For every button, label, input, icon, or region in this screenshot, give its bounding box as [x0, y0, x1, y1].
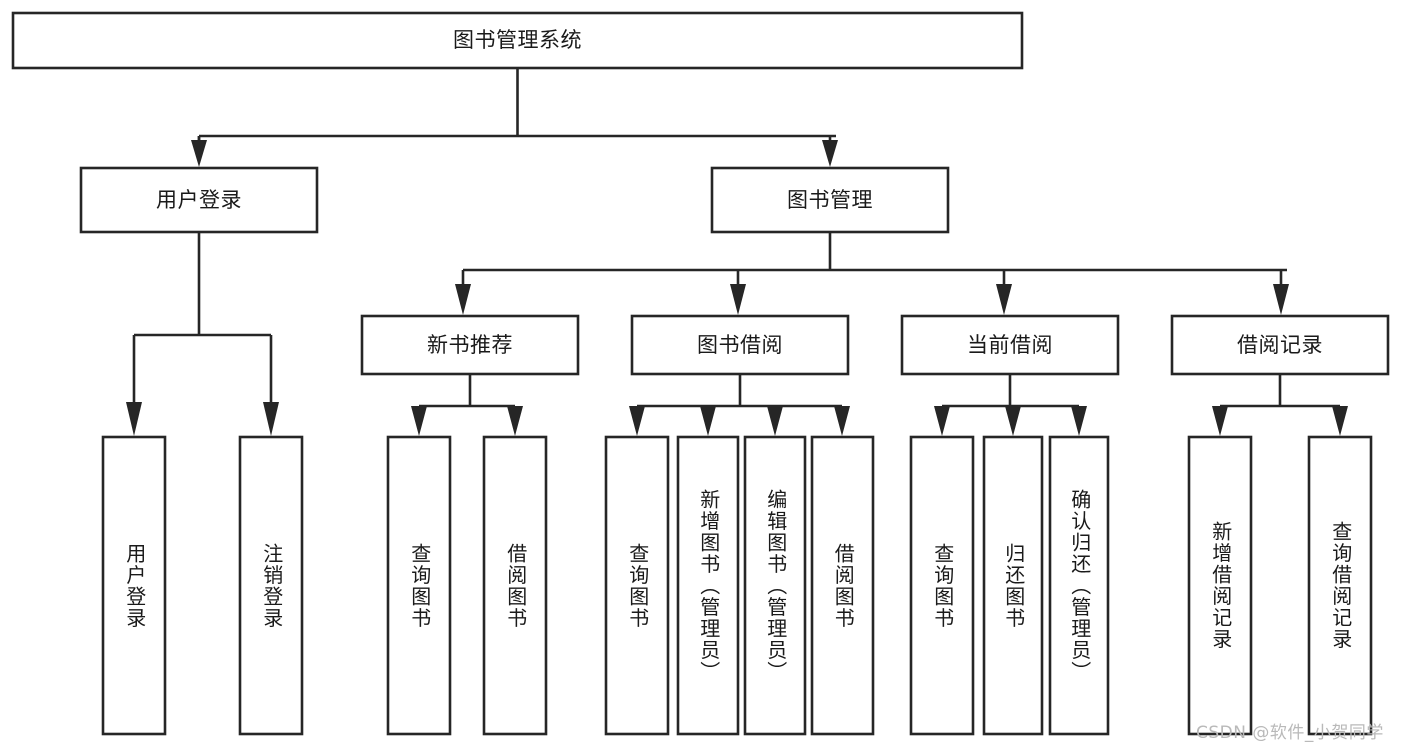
node-leaf-return-book[interactable]	[982, 435, 1044, 736]
arrow-head-user-login	[191, 140, 207, 167]
arrow-head-leaf-13	[1332, 406, 1348, 436]
node-user-login[interactable]	[79, 166, 319, 234]
node-leaf-query-book-2[interactable]	[604, 435, 670, 736]
node-book-management[interactable]	[710, 166, 950, 234]
arrow-head-leaf-5	[629, 406, 645, 436]
arrow-head-borrow-record	[1273, 284, 1289, 315]
arrow-head-leaf-3	[411, 406, 427, 436]
arrow-head-leaf-7	[767, 406, 783, 436]
node-borrow-record[interactable]	[1170, 314, 1390, 376]
edge-group-user-login	[126, 232, 279, 436]
edge-group-current-borrow	[934, 374, 1087, 436]
arrow-head-leaf-12	[1212, 406, 1228, 436]
edge-group-root	[191, 68, 838, 167]
arrow-head-leaf-9	[934, 406, 950, 436]
node-new-book-recommend[interactable]	[360, 314, 580, 376]
arrow-head-leaf-4	[507, 406, 523, 436]
arrow-head-leaf-8	[834, 406, 850, 436]
node-leaf-edit-book-admin[interactable]	[743, 435, 807, 736]
arrow-head-leaf-10	[1005, 406, 1021, 436]
arrow-head-new-book	[455, 284, 471, 315]
node-leaf-add-book-admin[interactable]	[676, 435, 740, 736]
edge-group-book-borrow	[629, 374, 850, 436]
arrow-head-leaf-6	[700, 406, 716, 436]
edge-group-book-mgmt	[455, 232, 1289, 315]
csdn-watermark: CSDN @软件_小贺同学	[1196, 723, 1384, 743]
node-leaf-query-borrow-record[interactable]	[1307, 435, 1373, 736]
node-leaf-query-book-3[interactable]	[909, 435, 975, 736]
arrow-head-book-borrow	[730, 284, 746, 315]
node-leaf-borrow-book-2[interactable]	[810, 435, 875, 736]
node-leaf-logout[interactable]	[238, 435, 304, 736]
node-leaf-confirm-return-admin[interactable]	[1048, 435, 1110, 736]
node-leaf-user-login[interactable]	[101, 435, 167, 736]
arrow-head-book-mgmt	[822, 140, 838, 167]
arrow-head-leaf-1	[126, 402, 142, 436]
arrow-head-leaf-2	[263, 402, 279, 436]
node-leaf-add-borrow-record[interactable]	[1187, 435, 1253, 736]
node-current-borrow[interactable]	[900, 314, 1120, 376]
node-book-borrow[interactable]	[630, 314, 850, 376]
node-leaf-borrow-book-1[interactable]	[482, 435, 548, 736]
edge-group-borrow-record	[1212, 374, 1348, 436]
arrow-head-current-borrow	[996, 284, 1012, 315]
edge-group-new-book	[411, 374, 523, 436]
node-leaf-query-book-1[interactable]	[386, 435, 452, 736]
node-root[interactable]	[11, 11, 1024, 70]
arrow-head-leaf-11	[1071, 406, 1087, 436]
